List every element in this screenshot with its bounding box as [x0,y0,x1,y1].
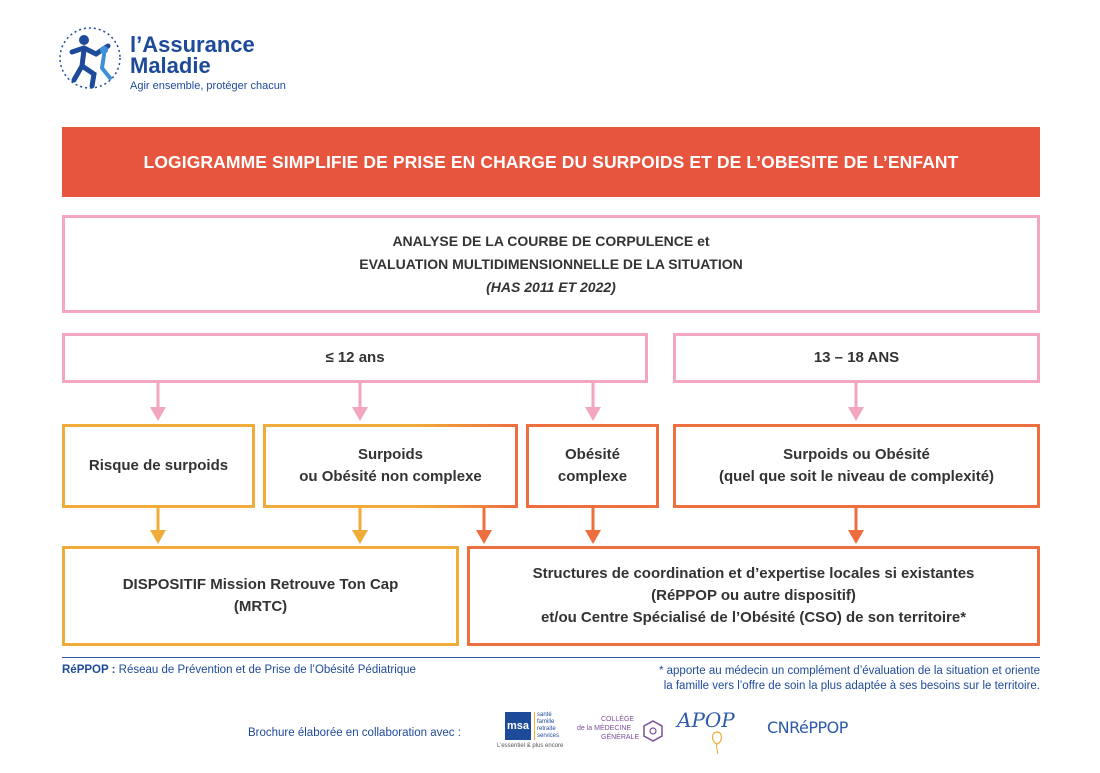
arrow-down-icon [476,508,492,544]
apop-text: APOP [677,708,735,732]
age-group-young-label: ≤ 12 ans [325,349,385,366]
arrow-down-icon [848,508,864,544]
brand-tagline: Agir ensemble, protéger chacun [130,80,286,92]
overweight-noncomplex-line-2: ou Obésité non complexe [299,468,482,485]
msa-services-text: santé famille retraite services [534,712,559,740]
analysis-box: ANALYSE DE LA COURBE DE CORPULENCE et EV… [62,215,1040,313]
arrow-down-icon [585,508,601,544]
risk-overweight-label: Risque de surpoids [88,457,229,474]
risk-overweight-box: Risque de surpoids [62,424,255,508]
partner-logos: msa santé famille retraite services L’es… [497,706,865,762]
overweight-noncomplex-box: Surpoids ou Obésité non complexe [263,424,518,508]
arrow-down-icon [352,508,368,544]
title-banner: LOGIGRAMME SIMPLIFIE DE PRISE EN CHARGE … [62,127,1040,197]
teen-overweight-line-1: Surpoids ou Obésité [783,446,930,463]
mrtc-line-1: DISPOSITIF Mission Retrouve Ton Cap [122,576,399,593]
teen-overweight-box: Surpoids ou Obésité (quel que soit le ni… [673,424,1040,508]
page-title: LOGIGRAMME SIMPLIFIE DE PRISE EN CHARGE … [143,151,959,172]
analysis-reference: (HAS 2011 ET 2022) [486,278,616,295]
reppop-definition: RéPPOP : Réseau de Prévention et de Pris… [62,664,416,676]
footer-divider [62,657,1040,658]
complex-obesity-line-2: complexe [557,468,628,485]
cnreppop-logo: CNRéPPOP [767,718,848,737]
reppop-abbreviation: RéPPOP : [62,664,116,676]
sportsman-logo-icon [59,27,121,89]
msa-slogan: L’essentiel & plus encore [497,743,564,749]
balloon-icon [711,731,723,755]
star-footnote-line-2: la famille vers l’offre de soin la plus … [663,680,1040,692]
cmg-line-3: GÉNÉRALE [601,734,640,741]
reppop-definition-text: Réseau de Prévention et de Prise de l’Ob… [115,664,416,676]
age-group-teen-label: 13 – 18 ANS [813,349,900,366]
collaboration-text: Brochure élaborée en collaboration avec … [248,727,461,739]
complex-obesity-line-1: Obésité [564,446,621,463]
apop-logo: APOP [677,708,757,758]
hexagon-icon [643,720,663,742]
coordination-structures-line-3: et/ou Centre Spécialisé de l’Obésité (CS… [540,609,967,626]
arrow-down-icon [352,383,368,421]
coordination-structures-line-1: Structures de coordination et d’expertis… [532,565,975,582]
coordination-structures-line-2: (RéPPOP ou autre dispositif) [651,587,856,604]
teen-overweight-line-2: (quel que soit le niveau de complexité) [718,468,995,485]
brand-name: l’Assurance Maladie [130,32,255,78]
star-footnote: * apporte au médecin un complément d’éva… [560,664,1040,694]
cmg-logo: COLLÈGE de la MÉDECINE GÉNÉRALE [577,716,667,756]
arrow-down-icon [150,508,166,544]
cmg-line-1: COLLÈGE [601,716,635,723]
age-group-teen: 13 – 18 ANS [673,333,1040,383]
msa-logo: msa santé famille retraite services L’es… [497,712,564,749]
arrow-down-icon [848,383,864,421]
analysis-line-1: ANALYSE DE LA COURBE DE CORPULENCE et [392,232,710,249]
coordination-structures-box: Structures de coordination et d’expertis… [467,546,1040,646]
arrow-down-icon [585,383,601,421]
cmg-line-2: de la MÉDECINE [577,725,632,732]
star-footnote-line-1: * apporte au médecin un complément d’éva… [658,665,1040,677]
mrtc-line-2: (MRTC) [233,598,288,615]
mrtc-box: DISPOSITIF Mission Retrouve Ton Cap (MRT… [62,546,459,646]
analysis-line-2: EVALUATION MULTIDIMENSIONNELLE DE LA SIT… [359,255,743,272]
assurance-maladie-logo: l’Assurance Maladie Agir ensemble, proté… [52,20,312,100]
arrow-down-icon [150,383,166,421]
age-group-young: ≤ 12 ans [62,333,648,383]
overweight-noncomplex-line-1: Surpoids [357,446,423,463]
complex-obesity-box: Obésité complexe [526,424,659,508]
